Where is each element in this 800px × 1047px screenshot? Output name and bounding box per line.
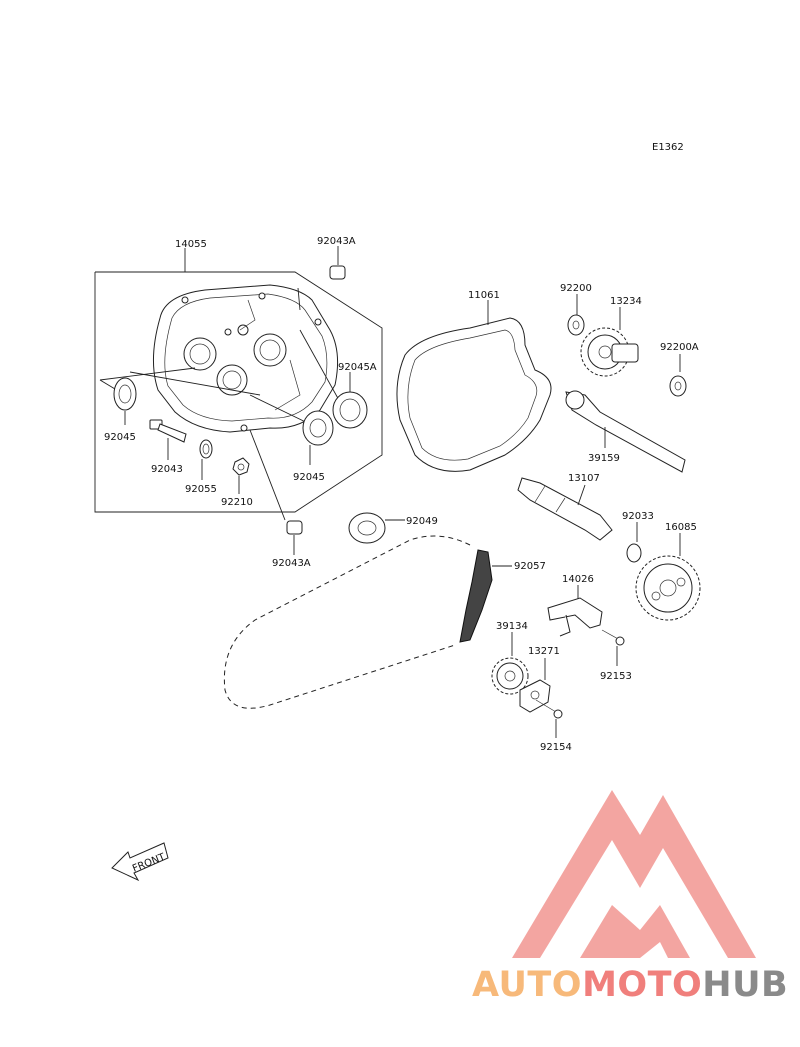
bearing-middle (302, 410, 334, 465)
label-92210: 92210 (221, 497, 253, 508)
label-92057: 92057 (514, 561, 546, 572)
gear-16085 (635, 533, 701, 621)
o-ring (199, 439, 213, 480)
shaft-13107 (517, 477, 613, 541)
label-92045-mid: 92045 (293, 472, 325, 483)
watermark-auto: AUTO (472, 965, 582, 1005)
watermark-text: AUTOMOTOHUB (472, 965, 788, 1005)
label-92033: 92033 (622, 511, 654, 522)
label-11061: 11061 (468, 290, 500, 301)
label-92043a-bottom: 92043A (272, 558, 311, 569)
stud-bolt (149, 419, 187, 460)
label-92153: 92153 (600, 671, 632, 682)
shaft-39159 (565, 390, 686, 473)
label-13234: 13234 (610, 296, 642, 307)
watermark-hub: HUB (702, 965, 788, 1005)
gasket (396, 300, 552, 472)
bearing-92045a (332, 372, 368, 429)
label-13107: 13107 (568, 473, 600, 484)
sprocket (491, 632, 529, 695)
label-92043a-top: 92043A (317, 236, 356, 247)
bearing-left (113, 377, 137, 425)
washer-92200 (567, 294, 585, 336)
part-labels: 14055 92043A 92045A 92045 92045 92043 92… (104, 236, 699, 753)
label-14026: 14026 (562, 574, 594, 585)
label-92200: 92200 (560, 283, 592, 294)
gear-13234 (580, 307, 639, 377)
label-92045a: 92045A (338, 362, 377, 373)
watermark-triangle-logo (512, 790, 756, 958)
bolt-92154 (535, 699, 563, 738)
washer-92200a (669, 354, 687, 397)
dowel-pin-bottom (286, 520, 303, 555)
crankcase-cover (152, 284, 339, 433)
nut (232, 457, 250, 494)
label-92200a: 92200A (660, 342, 699, 353)
diagram-code: E1362 (652, 142, 684, 153)
case-assembly-outline (94, 248, 383, 513)
dowel-pin-top (329, 246, 346, 280)
circlip (626, 522, 642, 563)
label-92055: 92055 (185, 484, 217, 495)
label-39159: 39159 (588, 453, 620, 464)
label-39134: 39134 (496, 621, 528, 632)
oil-seal (348, 512, 405, 544)
label-92045-left: 92045 (104, 432, 136, 443)
label-13271: 13271 (528, 646, 560, 657)
label-92043: 92043 (151, 464, 183, 475)
label-16085: 16085 (665, 522, 697, 533)
bolt-92153 (601, 629, 625, 666)
watermark-moto: MOTO (582, 965, 702, 1005)
chain-guide (547, 585, 603, 637)
label-92154: 92154 (540, 742, 572, 753)
label-92049: 92049 (406, 516, 438, 527)
drive-chain (223, 535, 512, 709)
label-14055: 14055 (175, 239, 207, 250)
